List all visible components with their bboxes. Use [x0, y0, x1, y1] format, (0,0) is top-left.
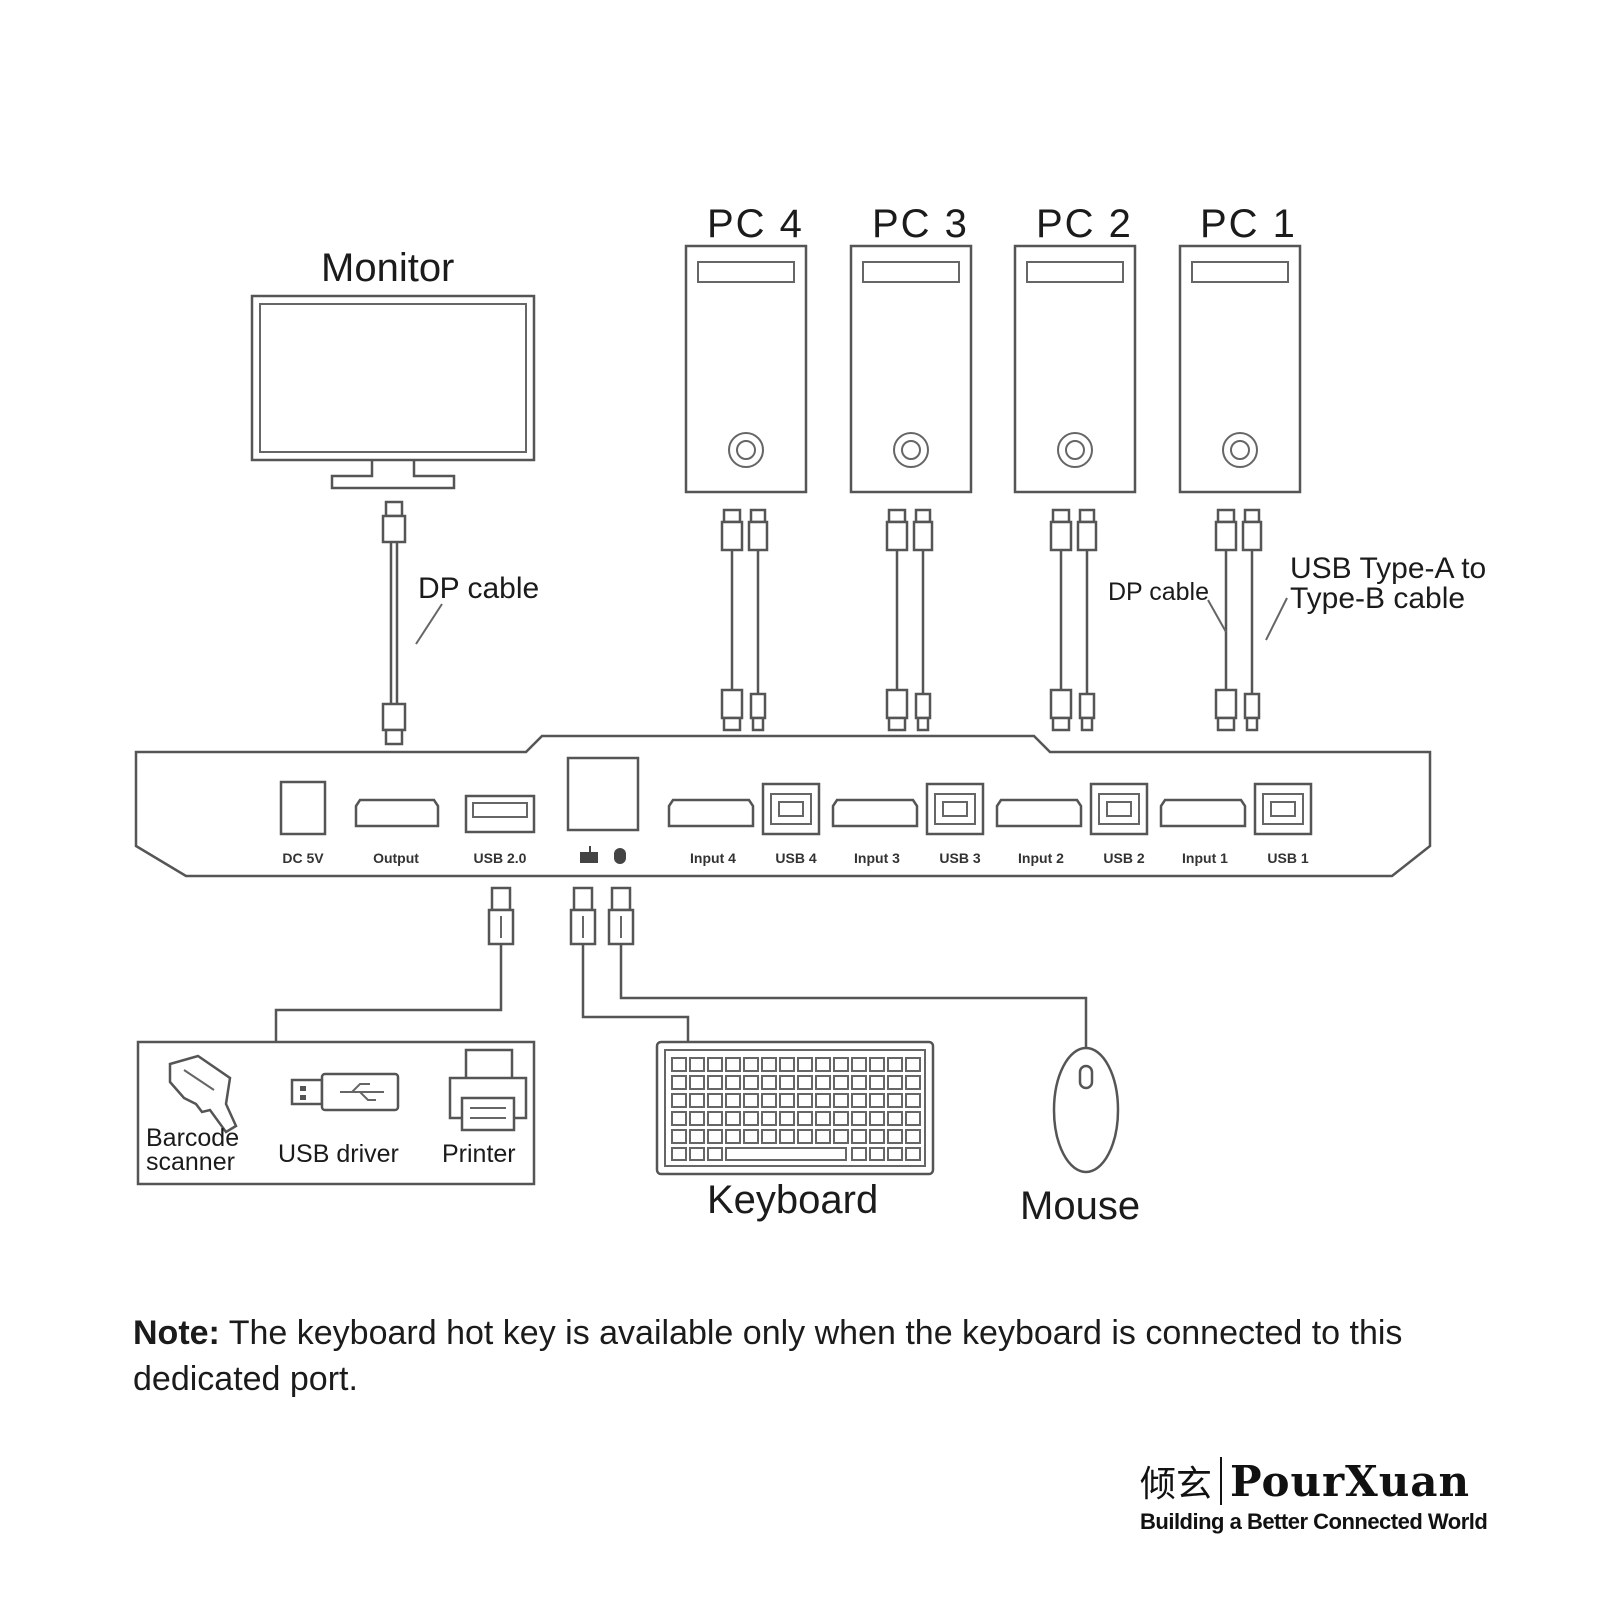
keyboard-port-icon [580, 846, 598, 863]
pc2-label: PC 2 [1036, 202, 1133, 246]
pc-dp-cable-4 [720, 508, 744, 732]
usb-2-port [1089, 782, 1149, 836]
usb-drive-icon [290, 1072, 400, 1112]
pc-usb-cable-2 [1076, 508, 1098, 732]
bottom-usb-plug-3 [607, 886, 635, 946]
dc-5v-port [279, 780, 327, 836]
note-text: Note: The keyboard hot key is available … [133, 1310, 1473, 1402]
keyboard-key-row-1 [671, 1057, 921, 1072]
pc-tower-3-icon [849, 244, 973, 494]
keyboard-key-row-2 [671, 1075, 921, 1090]
port-label-usb2: USB 2 [1103, 850, 1145, 866]
output-port [354, 798, 440, 828]
note-bold: Note: [133, 1314, 220, 1352]
monitor-icon [250, 294, 536, 490]
pc-tower-4-icon [684, 244, 808, 494]
input-1-dp-port [1159, 798, 1247, 828]
mouse-port-icon [614, 848, 626, 864]
pc1-label: PC 1 [1200, 202, 1297, 246]
brand-tagline: Building a Better Connected World [1140, 1509, 1488, 1534]
barcode-scanner-icon [168, 1054, 238, 1134]
bottom-usb-plug-2 [569, 886, 597, 946]
port-label-input4: Input 4 [690, 850, 736, 866]
port-label-usb4: USB 4 [775, 850, 817, 866]
pc3-label: PC 3 [872, 202, 969, 246]
bottom-usb-connectors [487, 886, 635, 946]
usb-cable-label-line1: USB Type-A to [1290, 552, 1487, 585]
port-label-usb1: USB 1 [1267, 850, 1309, 866]
input-3-dp-port [831, 798, 919, 828]
brand-divider [1220, 1457, 1223, 1505]
monitor-dp-cable [381, 500, 443, 746]
brand-logo: 倾玄 PourXuan Building a Better Connected … [1140, 1455, 1520, 1535]
brand-name: PourXuan [1230, 1456, 1471, 1506]
input-4-dp-port [667, 798, 755, 828]
pc-usb-cable-3 [912, 508, 934, 732]
usb-cable-label-line2: Type-B cable [1290, 582, 1466, 615]
dp-cable-label-left: DP cable [418, 572, 540, 605]
usb-driver-label: USB driver [278, 1140, 399, 1168]
barcode-label-line1: Barcode [146, 1124, 240, 1152]
pc-group [684, 244, 1302, 732]
port-label-usb20: USB 2.0 [473, 850, 527, 866]
bottom-usb-plug-1 [487, 886, 515, 946]
pc-dp-cable-1 [1214, 508, 1238, 732]
usb-2-port [464, 794, 536, 834]
pc-dp-cable-3 [885, 508, 909, 732]
usb-4-port [761, 782, 821, 836]
port-label-usb3: USB 3 [939, 850, 981, 866]
keyboard-icon [655, 1040, 935, 1176]
input-2-dp-port [995, 798, 1083, 828]
keyboard-key-row-3 [671, 1093, 921, 1108]
keyboard-mouse-port [566, 756, 640, 832]
keyboard-key-row-5 [671, 1129, 921, 1144]
port-label-input1: Input 1 [1182, 850, 1228, 866]
port-label-input3: Input 3 [854, 850, 900, 866]
brand-chinese: 倾玄 [1140, 1464, 1213, 1505]
port-label-dc: DC 5V [282, 850, 324, 866]
pc-usb-cable-1 [1241, 508, 1263, 732]
port-label-output: Output [373, 850, 419, 866]
pc-tower-1-icon [1178, 244, 1302, 494]
printer-icon [448, 1048, 528, 1132]
mouse-icon [1052, 1046, 1120, 1174]
barcode-label-line2: scanner [146, 1148, 235, 1176]
keyboard-key-row-4 [671, 1111, 921, 1126]
keyboard-space-row [671, 1147, 921, 1161]
port-label-input2: Input 2 [1018, 850, 1064, 866]
note-body: The keyboard hot key is available only w… [133, 1314, 1403, 1398]
keyboard-label: Keyboard [707, 1178, 879, 1222]
monitor-label: Monitor [321, 246, 455, 290]
pc4-label: PC 4 [707, 202, 804, 246]
mouse-label: Mouse [1020, 1184, 1141, 1228]
usb-1-port [1253, 782, 1313, 836]
pc-dp-cable-2 [1049, 508, 1073, 732]
dp-cable-label-right: DP cable [1108, 578, 1209, 606]
printer-label: Printer [442, 1140, 516, 1168]
pc-tower-2-icon [1013, 244, 1137, 494]
input-ports [667, 782, 1313, 836]
usb-3-port [925, 782, 985, 836]
pc-usb-cable-4 [747, 508, 769, 732]
